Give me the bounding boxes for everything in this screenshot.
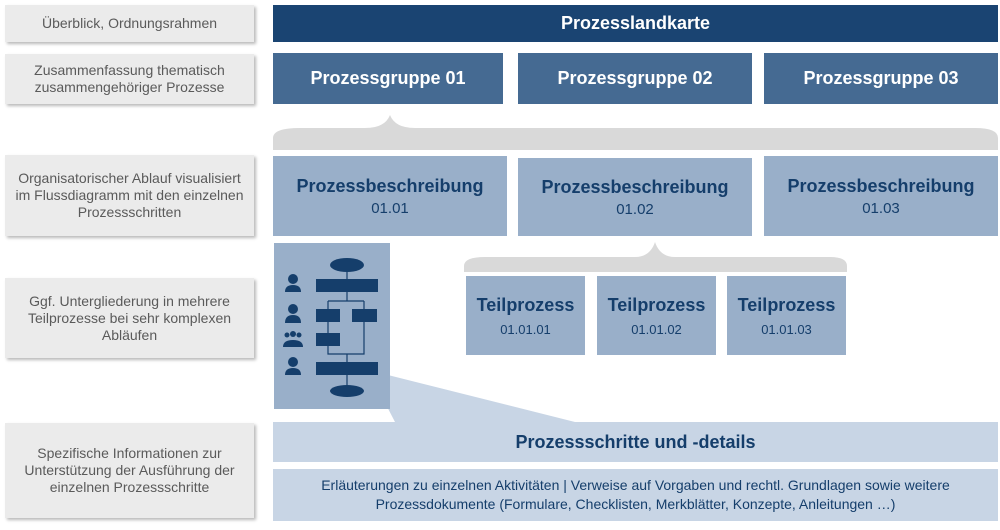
person-icon [285, 274, 301, 292]
subprocess-number: 01.01.02 [631, 321, 682, 337]
subprocess-title: Teilprozess [737, 294, 836, 315]
flowchart-graphic [283, 258, 378, 397]
step-node [316, 333, 340, 346]
start-node [330, 258, 364, 272]
process-steps-title[interactable]: Prozessschritte und -details [273, 422, 998, 462]
label-process-flow: Organisatorischer Ablauf visualisiert im… [5, 155, 254, 236]
subprocess-title: Teilprozess [607, 294, 706, 315]
step-node [316, 362, 378, 375]
step-node [352, 309, 377, 322]
description-number: 01.03 [862, 199, 900, 217]
label-subprocesses: Ggf. Untergliederung in mehrere Teilproz… [5, 278, 254, 358]
subprocess-010101[interactable]: Teilprozess 01.01.01 [466, 276, 585, 355]
brace-descriptions [464, 242, 847, 272]
label-overview: Überblick, Ordnungsrahmen [5, 5, 254, 42]
flowchart-thumbnail[interactable] [274, 243, 390, 409]
description-title: Prozessbeschreibung [541, 176, 729, 197]
description-title: Prozessbeschreibung [787, 175, 975, 196]
subprocess-010103[interactable]: Teilprozess 01.01.03 [727, 276, 846, 355]
callout-pointer [368, 370, 575, 422]
subprocess-title: Teilprozess [476, 294, 575, 315]
step-node [316, 309, 340, 322]
flow-lines [327, 272, 365, 385]
process-details-text: Erläuterungen zu einzelnen Aktivitäten |… [273, 469, 998, 521]
process-map-title[interactable]: Prozesslandkarte [273, 5, 998, 42]
person-icon [285, 304, 301, 323]
brace-groups [273, 115, 998, 150]
process-group-03[interactable]: Prozessgruppe 03 [764, 53, 998, 104]
end-node [330, 385, 364, 397]
label-groups: Zusammenfassung thematisch zusammengehör… [5, 54, 254, 104]
subprocess-010102[interactable]: Teilprozess 01.01.02 [597, 276, 716, 355]
process-description-0101[interactable]: Prozessbeschreibung 01.01 [273, 156, 507, 236]
description-title: Prozessbeschreibung [296, 175, 484, 196]
group-icon [283, 331, 303, 347]
description-number: 01.02 [616, 200, 654, 218]
label-specific-info: Spezifische Informationen zur Unterstütz… [5, 423, 254, 518]
process-description-0103[interactable]: Prozessbeschreibung 01.03 [764, 156, 998, 236]
process-group-02[interactable]: Prozessgruppe 02 [518, 53, 752, 104]
subprocess-number: 01.01.01 [500, 321, 551, 337]
step-node [316, 279, 378, 292]
process-group-01[interactable]: Prozessgruppe 01 [273, 53, 503, 104]
process-description-0102[interactable]: Prozessbeschreibung 01.02 [518, 158, 752, 236]
subprocess-number: 01.01.03 [761, 321, 812, 337]
description-number: 01.01 [371, 199, 409, 217]
person-icon [285, 357, 301, 375]
